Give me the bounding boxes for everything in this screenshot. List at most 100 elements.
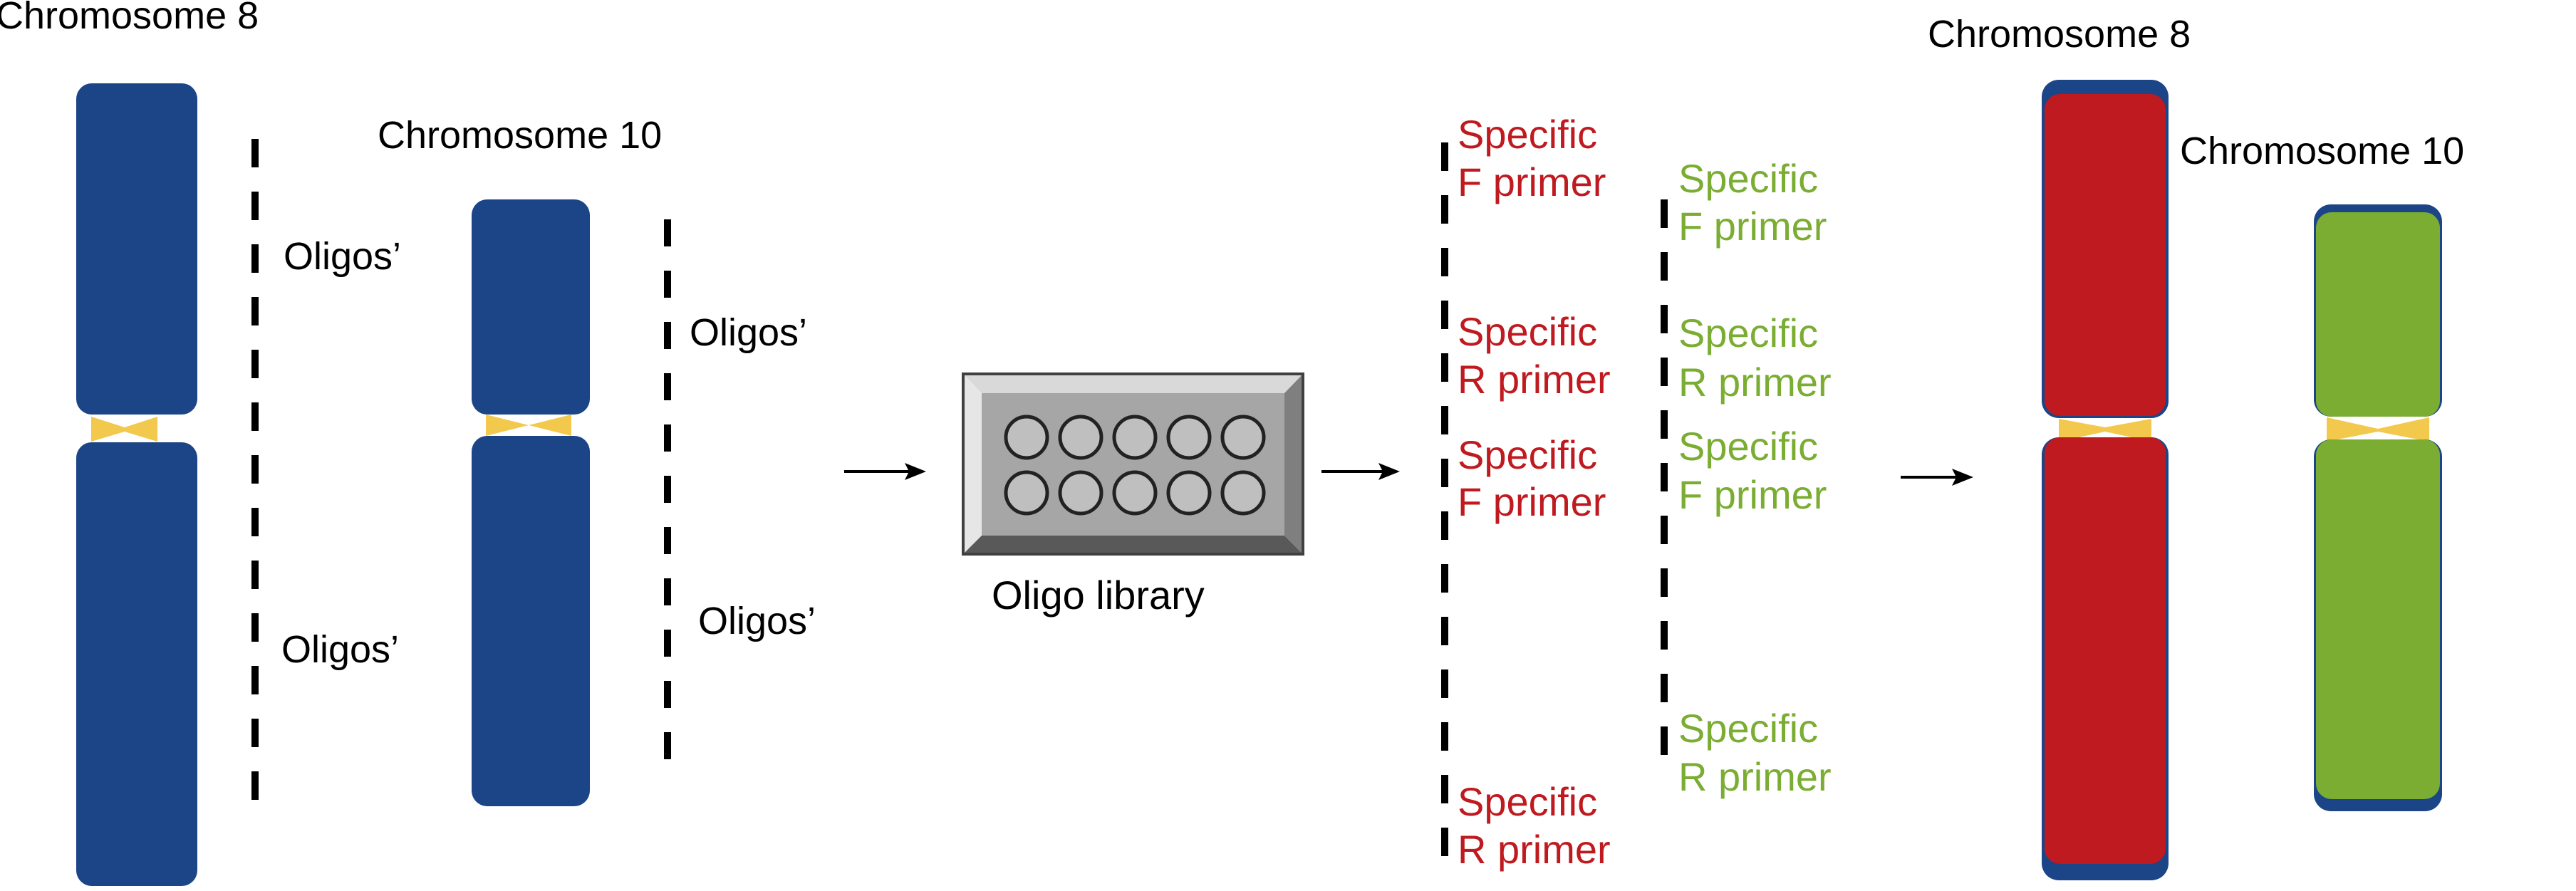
primer-dash — [1441, 511, 1448, 540]
primer-dash — [1661, 568, 1668, 597]
primer-dash — [1661, 463, 1668, 491]
oligo-dash — [251, 192, 259, 220]
chr10-long-arm — [472, 436, 590, 806]
oligo-dash — [664, 271, 671, 298]
oligo-dash — [251, 666, 259, 694]
oligo-label-chr8-bottom: Oligos’ — [281, 628, 399, 671]
primer-dash — [1441, 564, 1448, 593]
oligo-label-chr8-top: Oligos’ — [284, 235, 401, 278]
oligo-dash — [664, 424, 671, 452]
red-primer-label: Specific R primer — [1458, 309, 1611, 402]
primer-dash — [1661, 516, 1668, 544]
primer-dash — [1441, 828, 1448, 856]
green-primer-2-line2: R primer — [1678, 360, 1832, 405]
red-primer-1-line1: Specific — [1458, 112, 1597, 157]
library-well — [1058, 415, 1103, 460]
oligo-dash — [664, 681, 671, 708]
primer-dash — [1441, 195, 1448, 224]
primer-dash — [1661, 199, 1668, 228]
oligo-library: Oligo library — [962, 372, 1304, 618]
chr10-label-right: Chromosome 10 — [2180, 130, 2464, 172]
oligo-dash — [664, 578, 671, 605]
arrow-icon — [844, 463, 926, 480]
green-primer-3-line2: F primer — [1678, 472, 1827, 517]
oligo-dash — [664, 322, 671, 349]
oligo-dashes-chr10 — [664, 219, 671, 759]
oligo-dash — [251, 455, 259, 484]
library-well — [1220, 415, 1266, 460]
library-bevel-right — [1284, 374, 1303, 554]
primer-dash — [1441, 722, 1448, 751]
chr8-painted-short-arm-fill — [2045, 94, 2166, 416]
oligo-dash — [664, 732, 671, 759]
centromere-chr8 — [91, 417, 157, 442]
centromere-chr10-painted — [2327, 417, 2429, 442]
chr8-painted-long-arm-fill — [2045, 437, 2166, 864]
oligo-label-chr10-bottom: Oligos’ — [698, 600, 816, 642]
library-label: Oligo library — [992, 573, 1205, 618]
primer-dash — [1661, 410, 1668, 439]
chr10-painted-long-arm-fill — [2316, 439, 2440, 799]
left-chromosomes: Chromosome 8 Chromosome 10 Oligos’ Oligo… — [0, 0, 816, 886]
oligo-dash — [251, 402, 259, 431]
chromosome-8-painted — [2042, 80, 2169, 880]
green-primer-2-line1: Specific — [1678, 311, 1818, 355]
oligo-dashes-chr8 — [251, 139, 259, 800]
library-bevel-left — [963, 374, 982, 554]
oligo-dash — [251, 719, 259, 747]
green-primer-label: Specific F primer — [1678, 424, 1827, 517]
primer-dash — [1661, 726, 1668, 755]
primer-dash — [1441, 142, 1448, 171]
primer-dash — [1661, 305, 1668, 333]
red-primer-1-line2: F primer — [1458, 160, 1606, 204]
library-well — [1166, 415, 1212, 460]
arrow-icon — [1321, 463, 1400, 480]
oligo-dash — [251, 508, 259, 536]
arrow-icon — [1901, 469, 1973, 486]
chr8-label-left: Chromosome 8 — [0, 0, 259, 37]
chr8-short-arm — [76, 83, 197, 415]
oligo-dash — [664, 219, 671, 246]
library-well — [1112, 470, 1158, 516]
chr8-label-right: Chromosome 8 — [1928, 13, 2191, 56]
oligo-dash — [664, 373, 671, 400]
library-well — [1112, 415, 1158, 460]
primer-dash — [1441, 353, 1448, 382]
primer-dash — [1441, 406, 1448, 434]
library-well — [1166, 470, 1212, 516]
green-primer-label: Specific R primer — [1678, 311, 1832, 405]
library-wells — [1004, 415, 1266, 516]
right-chromosomes: Chromosome 8 Chromosome 10 — [1928, 13, 2464, 880]
red-primer-label: Specific F primer — [1458, 432, 1606, 524]
green-primer-dashes — [1661, 199, 1668, 755]
chromosome-10-original — [472, 199, 590, 806]
green-primer-1-line2: F primer — [1678, 204, 1827, 249]
red-primer-2-line2: R primer — [1458, 357, 1611, 402]
chr10-painted-short-arm-fill — [2316, 212, 2440, 417]
red-primer-label: Specific R primer — [1458, 779, 1611, 872]
red-primer-3-line2: F primer — [1458, 479, 1606, 524]
primer-dash — [1441, 775, 1448, 803]
library-well — [1004, 415, 1049, 460]
library-well — [1058, 470, 1103, 516]
red-primer-label: Specific F primer — [1458, 112, 1606, 204]
library-bevel-top — [963, 374, 1303, 393]
primer-dash — [1441, 459, 1448, 487]
green-primer-1-line1: Specific — [1678, 156, 1818, 201]
primer-dash — [1661, 621, 1668, 650]
oligo-dash — [251, 350, 259, 378]
red-primer-4-line1: Specific — [1458, 779, 1597, 824]
primer-columns: Specific F primer Specific R primer Spec… — [1441, 112, 1832, 872]
chr10-short-arm — [472, 199, 590, 415]
centromere-chr10 — [486, 415, 571, 436]
red-primer-dashes — [1441, 142, 1448, 856]
green-primer-4-line2: R primer — [1678, 754, 1832, 799]
primer-dash — [1441, 669, 1448, 698]
oligo-dash — [251, 613, 259, 642]
chromosome-10-painted — [2314, 204, 2442, 811]
oligo-label-chr10-top: Oligos’ — [690, 311, 807, 354]
red-primer-2-line1: Specific — [1458, 309, 1597, 354]
primer-dash — [1441, 248, 1448, 276]
library-bevel-bottom — [963, 536, 1303, 554]
